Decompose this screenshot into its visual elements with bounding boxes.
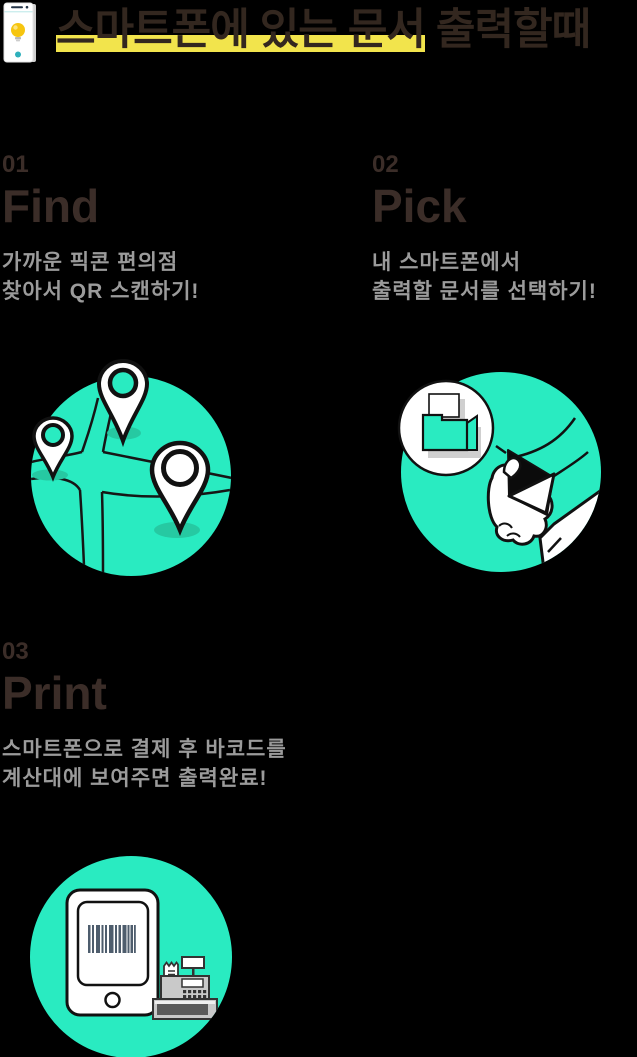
knuckles — [498, 522, 521, 538]
pick-illustration-hand-phone — [397, 372, 601, 572]
step-description-line2: 출력할 문서를 선택하기! — [372, 280, 597, 303]
title-rest-text: 출력할때 — [424, 6, 591, 54]
step-description: 스마트폰으로 결제 후 바코드를 계산대에 보여주면 출력완료! — [2, 735, 382, 793]
cuff-seam — [547, 537, 562, 553]
step-description-line1: 내 스마트폰에서 — [372, 251, 522, 274]
step-number: 01 — [2, 151, 29, 178]
find-illustration-map-pins — [31, 358, 231, 576]
step-title: Find — [2, 180, 100, 232]
pin-shadow — [154, 522, 200, 538]
smartphone-lightbulb-icon — [3, 2, 36, 63]
step-02-section: 02 Pick 내 스마트폰에서 출력할 문서를 선택하기! — [372, 152, 637, 306]
step-01-section: 01 Find 가까운 픽콘 편의점 찾아서 QR 스캔하기! — [2, 152, 332, 306]
step-number: 03 — [2, 638, 29, 665]
pin-shadow — [32, 469, 68, 481]
index-finger — [507, 472, 556, 515]
barcode — [88, 925, 136, 953]
step-title: Print — [2, 667, 107, 719]
step-description: 가까운 픽콘 편의점 찾아서 QR 스캔하기! — [2, 248, 332, 306]
step-03-section: 03 Print 스마트폰으로 결제 후 바코드를 계산대에 보여주면 출력완료… — [2, 639, 382, 793]
step-description-line2: 찾아서 QR 스캔하기! — [2, 280, 200, 303]
map-pin-icon — [96, 358, 150, 448]
title-highlighted-text: 스마트폰에 있는 문서 — [56, 6, 426, 54]
callout-connector — [495, 444, 507, 455]
thumb — [502, 456, 522, 480]
folder-icon — [421, 393, 481, 458]
step-number: 02 — [372, 151, 399, 178]
print-illustration-barcode — [30, 856, 232, 1057]
map-pin-icon — [32, 416, 74, 482]
map-pin-icon — [149, 440, 211, 537]
home-button — [104, 991, 121, 1009]
cash-register-icon — [152, 956, 218, 1020]
step-description-line1: 스마트폰으로 결제 후 바코드를 — [2, 738, 287, 761]
step-description: 내 스마트폰에서 출력할 문서를 선택하기! — [372, 248, 637, 306]
step-title: Pick — [372, 180, 467, 232]
step-description-line1: 가까운 픽콘 편의점 — [2, 251, 179, 274]
page-title: 스마트폰에 있는 문서 출력할때 — [56, 4, 591, 56]
step-description-line2: 계산대에 보여주면 출력완료! — [2, 767, 268, 790]
